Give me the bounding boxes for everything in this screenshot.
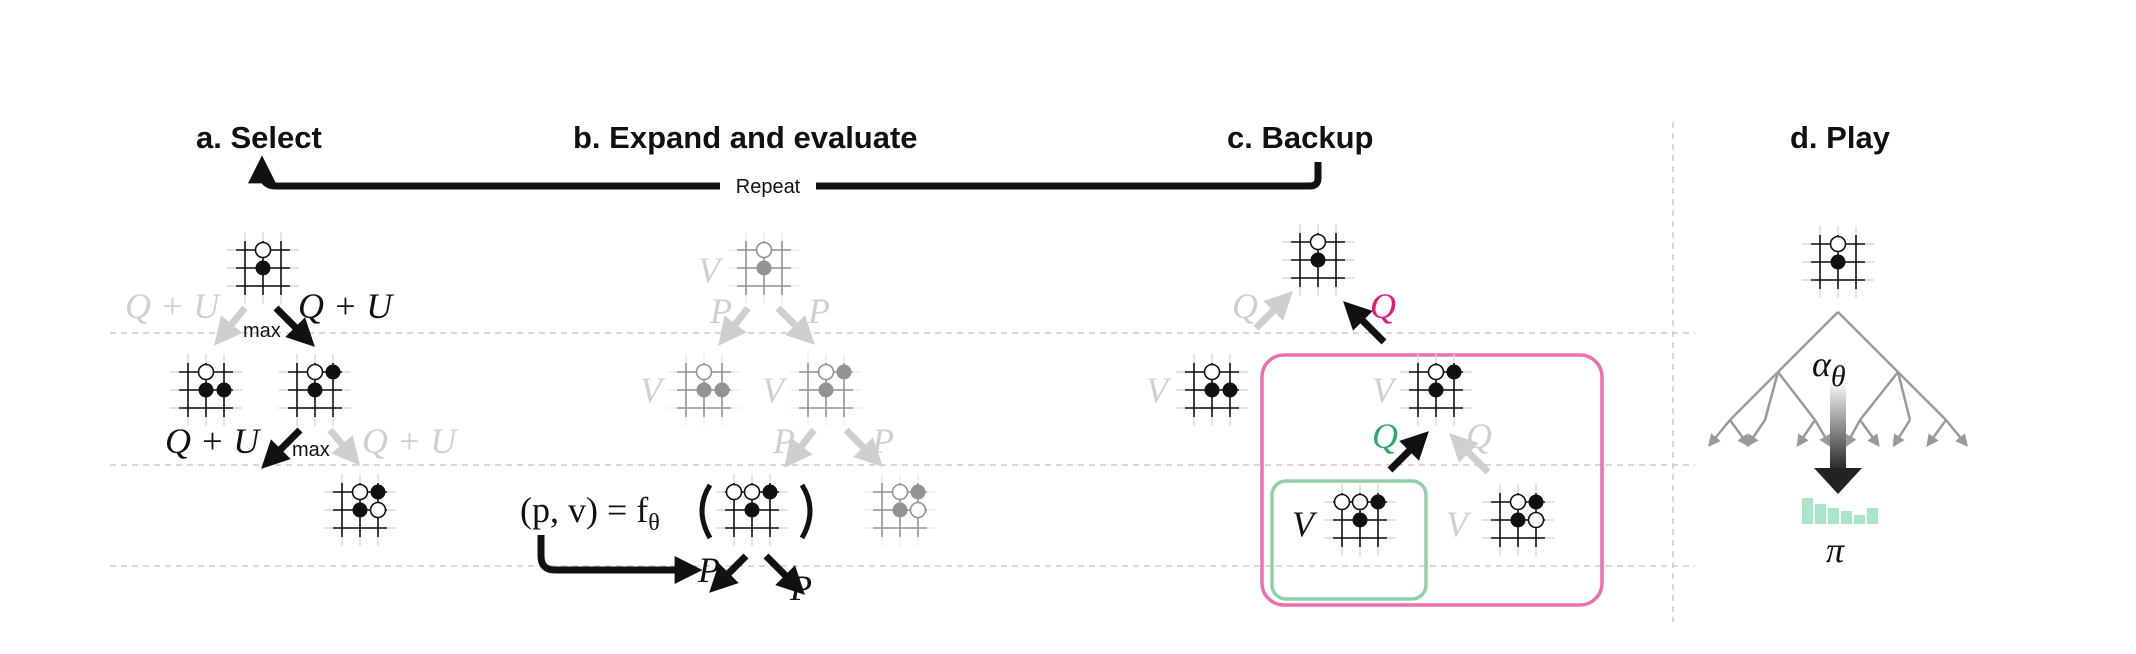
arrow-icon (1387, 431, 1429, 473)
go-board-icon (667, 353, 741, 427)
v-label: V (1146, 370, 1172, 410)
select-panel: Q + U Q + U max Q + U max Q + U (125, 231, 458, 547)
backup-pink-box (1260, 353, 1604, 607)
tree-icon (1708, 311, 1968, 448)
go-board-icon (789, 353, 863, 427)
arrow-icon (327, 427, 361, 466)
v-label: V (1372, 370, 1398, 410)
header-backup: c. Backup (1227, 120, 1373, 155)
go-board-icon (226, 231, 300, 305)
header-select: a. Select (196, 120, 322, 155)
go-board-icon (169, 353, 243, 427)
go-board-icon (1323, 483, 1397, 557)
max-label: max (292, 439, 330, 461)
go-board-icon (715, 473, 789, 547)
pi-label: π (1826, 530, 1845, 570)
arrow-icon (537, 535, 703, 584)
v-label: V (640, 370, 666, 410)
go-board-icon (1481, 483, 1555, 557)
arrow-icon (261, 427, 303, 469)
level-guides (110, 122, 1695, 622)
backup-panel: Q Q V V Q Q V V (1146, 223, 1604, 607)
qu-label: Q + U (362, 421, 458, 461)
v-label: V (1446, 504, 1472, 544)
eval-equation: (p, v) = fθ (520, 490, 660, 536)
alpha-label: αθ (1812, 344, 1846, 393)
go-board-icon (727, 231, 801, 305)
go-board-icon (278, 353, 352, 427)
go-board-icon (323, 473, 397, 547)
q-label: Q (1370, 286, 1396, 326)
arrow-icon (718, 305, 751, 346)
repeat-arrow-icon (248, 155, 1322, 200)
go-board-icon (1801, 225, 1875, 299)
v-label: V (1292, 504, 1318, 544)
arrow-icon (273, 305, 315, 347)
arrow-icon (784, 427, 817, 468)
max-label: max (243, 320, 281, 342)
arrow-icon (1253, 291, 1293, 331)
white-stone-icon (254, 241, 272, 259)
p-label: P (697, 550, 720, 590)
qu-label: Q + U (298, 286, 394, 326)
go-board-icon (1399, 353, 1473, 427)
q-label: Q (1232, 286, 1258, 326)
header-expand: b. Expand and evaluate (573, 120, 918, 155)
arrow-icon (1343, 301, 1387, 345)
p-label: P (772, 421, 795, 461)
header-play: d. Play (1790, 120, 1891, 155)
expand-panel: V P P V V P P (p, v) = fθ P P (520, 231, 937, 608)
qu-label: Q + U (125, 286, 221, 326)
play-panel: αθ π (1708, 225, 1968, 570)
arrow-icon (709, 553, 749, 593)
paren-right (799, 483, 813, 540)
arrow-icon (843, 427, 883, 467)
arrow-icon (775, 305, 815, 345)
paren-left (699, 483, 713, 540)
p-label: P (807, 291, 830, 331)
backup-green-box (1270, 479, 1428, 601)
v-label: V (762, 370, 788, 410)
q-label: Q (1466, 416, 1492, 456)
p-label: P (789, 568, 812, 608)
go-board-icon (863, 473, 937, 547)
qu-label: Q + U (165, 421, 261, 461)
black-stone-icon (255, 260, 271, 276)
repeat-label: Repeat (736, 176, 801, 198)
arrow-icon (214, 305, 248, 346)
arrow-icon (1449, 433, 1491, 475)
arrow-icon (763, 553, 805, 595)
v-label: V (698, 250, 724, 290)
go-board-icon (1175, 353, 1249, 427)
policy-bars-icon (1802, 498, 1878, 524)
play-arrow-icon (1814, 468, 1862, 494)
p-label: P (709, 291, 732, 331)
q-label: Q (1372, 416, 1398, 456)
go-board-icon (1281, 223, 1355, 297)
p-label: P (871, 421, 894, 461)
play-arrow-shaft (1830, 380, 1846, 472)
